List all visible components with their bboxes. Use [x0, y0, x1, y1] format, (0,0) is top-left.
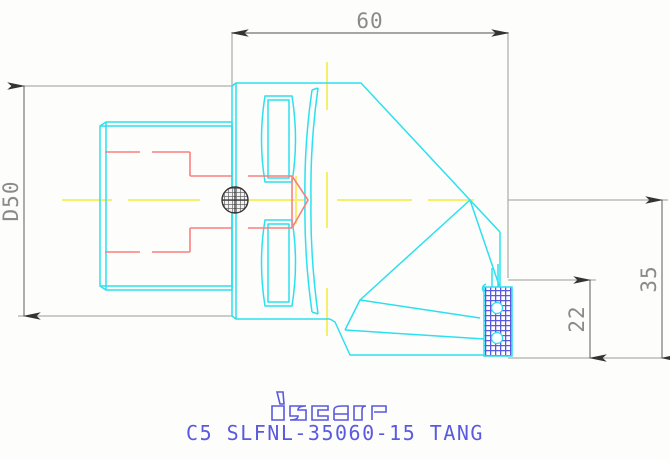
internal-hidden-lines — [105, 151, 309, 253]
centerlines — [62, 62, 474, 336]
insert-screw-hole-lower — [490, 331, 504, 345]
carbide-insert — [481, 283, 513, 357]
dimension-text-d50: D50 — [0, 181, 23, 222]
dimension-text-35: 35 — [637, 265, 661, 292]
insert-screw-hole-upper — [490, 301, 504, 315]
part-number-label: C5 SLFNL-35060-15 TANG — [186, 421, 484, 445]
tool-body-outline — [99, 82, 501, 356]
iscar-logo — [271, 391, 387, 421]
center-hub-section — [221, 186, 249, 214]
dimension-text-60: 60 — [356, 9, 383, 33]
dimension-lines — [7, 29, 670, 362]
dimension-text-22: 22 — [565, 305, 589, 332]
